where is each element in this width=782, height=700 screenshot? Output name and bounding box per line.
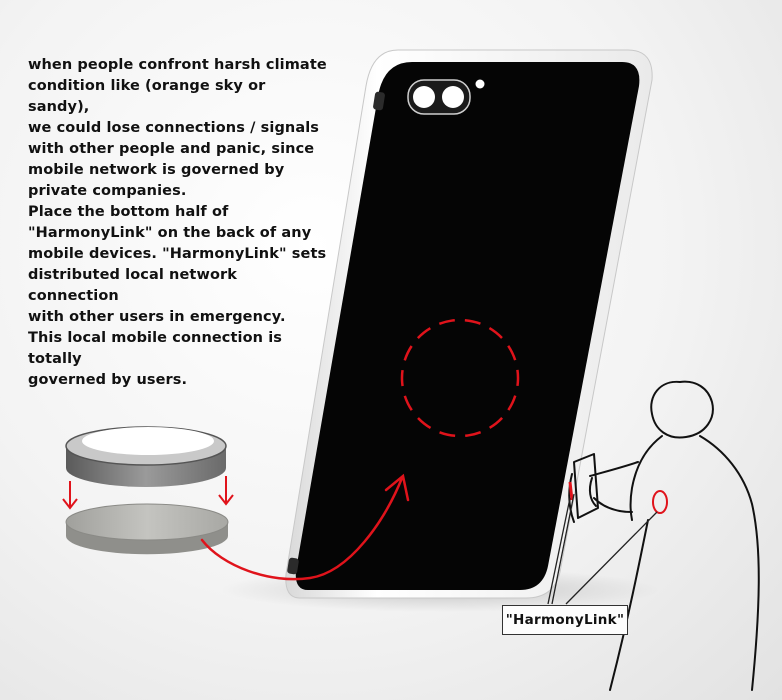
down-arrow-right (218, 476, 234, 506)
placement-dashed-circle (400, 318, 520, 438)
person-sketch (568, 380, 760, 691)
harmonylink-bottom-half (65, 503, 229, 555)
head-sketch (650, 380, 714, 439)
phone (285, 49, 653, 599)
side-button (373, 91, 385, 111)
sketch-phone-red-mark (568, 481, 574, 501)
label-leader-lines (547, 493, 658, 605)
phone-back (295, 62, 640, 590)
harmonylink-label: "HarmonyLink" (502, 605, 628, 635)
camera-flash (475, 79, 485, 89)
torso-sketch (629, 435, 663, 521)
harmonylink-top-half (65, 426, 227, 487)
camera-lens-left (413, 86, 435, 108)
camera-lens-right (442, 86, 464, 108)
bottom-button (287, 557, 299, 575)
down-arrow-left (62, 481, 78, 510)
attach-arrow (200, 473, 410, 581)
sketch-device-red-circle (652, 490, 668, 514)
hand-phone-sketch (573, 453, 599, 519)
description-paragraph-1: when people confront harsh climate condi… (28, 57, 327, 199)
description-paragraph-2: Place the bottom half of "HarmonyLink" o… (28, 204, 327, 325)
arm-sketch (589, 461, 639, 477)
description-paragraph-3: This local mobile connection is totally … (28, 330, 283, 388)
